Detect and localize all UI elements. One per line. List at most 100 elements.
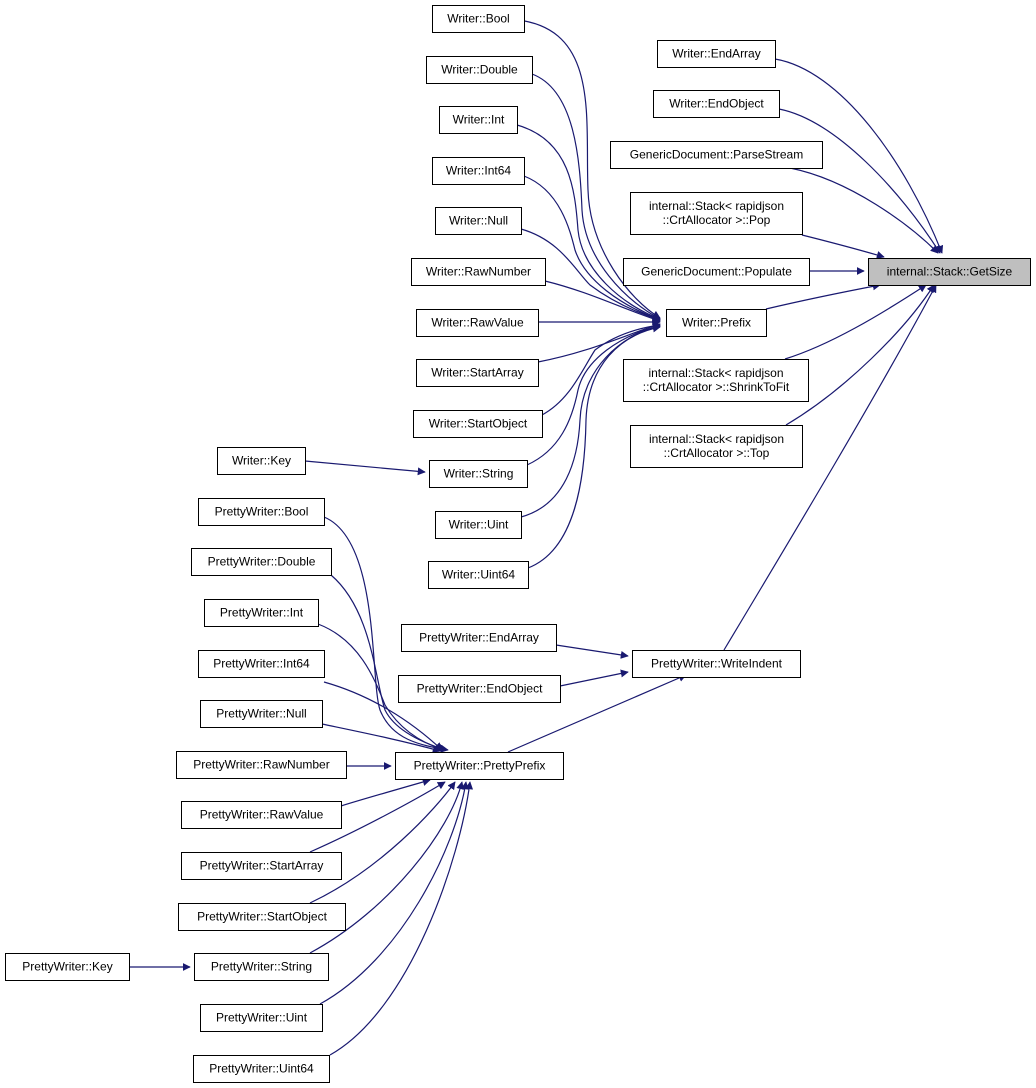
node-label: PrettyWriter::Bool bbox=[215, 505, 309, 519]
node-box bbox=[429, 460, 528, 488]
node-w_bool[interactable]: Writer::Bool bbox=[432, 5, 525, 33]
node-box bbox=[200, 1004, 323, 1032]
node-label: ::CrtAllocator >::ShrinkToFit bbox=[643, 380, 790, 394]
node-label: internal::Stack< rapidjson bbox=[648, 366, 783, 380]
node-box bbox=[198, 498, 325, 526]
node-label: PrettyWriter::EndArray bbox=[419, 631, 539, 645]
node-pw_rawvalue[interactable]: PrettyWriter::RawValue bbox=[181, 801, 342, 829]
node-label: Writer::Prefix bbox=[682, 316, 751, 330]
node-box bbox=[657, 40, 776, 68]
node-pw_uint64[interactable]: PrettyWriter::Uint64 bbox=[193, 1055, 330, 1083]
edge-w_bool-to-w_prefix bbox=[517, 19, 661, 319]
node-box bbox=[632, 650, 801, 678]
node-box bbox=[439, 106, 518, 134]
node-label: Writer::Bool bbox=[447, 12, 509, 26]
node-pw_key[interactable]: PrettyWriter::Key bbox=[5, 953, 130, 981]
node-w_int[interactable]: Writer::Int bbox=[439, 106, 518, 134]
node-box bbox=[432, 5, 525, 33]
node-pw_null[interactable]: PrettyWriter::Null bbox=[200, 700, 323, 728]
edges-layer bbox=[129, 19, 944, 1056]
node-w_null[interactable]: Writer::Null bbox=[435, 207, 522, 235]
node-pw_startarray[interactable]: PrettyWriter::StartArray bbox=[181, 852, 342, 880]
node-pw_endarray[interactable]: PrettyWriter::EndArray bbox=[401, 624, 557, 652]
node-box bbox=[181, 852, 342, 880]
node-pw_bool[interactable]: PrettyWriter::Bool bbox=[198, 498, 325, 526]
node-box bbox=[623, 258, 810, 286]
node-pw_int[interactable]: PrettyWriter::Int bbox=[204, 599, 319, 627]
node-box bbox=[630, 192, 803, 235]
node-st_top[interactable]: internal::Stack< rapidjson::CrtAllocator… bbox=[630, 425, 803, 468]
node-pw_string[interactable]: PrettyWriter::String bbox=[194, 953, 329, 981]
edge-w_string-to-w_prefix bbox=[526, 323, 661, 466]
node-gd_parsestream[interactable]: GenericDocument::ParseStream bbox=[610, 141, 823, 169]
node-w_endobject[interactable]: Writer::EndObject bbox=[653, 90, 780, 118]
node-label: Writer::RawValue bbox=[431, 316, 524, 330]
edge-st_shrink-to-getsize bbox=[784, 284, 927, 360]
node-box bbox=[217, 447, 306, 475]
edge-pw_null-to-pw_prettyprefix bbox=[321, 723, 441, 753]
node-label: Writer::Null bbox=[449, 214, 508, 228]
edge-pw_string-to-pw_prettyprefix bbox=[309, 781, 465, 954]
node-pw_prettyprefix[interactable]: PrettyWriter::PrettyPrefix bbox=[395, 752, 564, 780]
node-pw_endobject[interactable]: PrettyWriter::EndObject bbox=[398, 675, 561, 703]
node-box bbox=[435, 511, 522, 539]
edge-pw_rawvalue-to-pw_prettyprefix bbox=[340, 778, 431, 807]
node-box bbox=[411, 258, 546, 286]
node-w_uint[interactable]: Writer::Uint bbox=[435, 511, 522, 539]
node-label: internal::Stack::GetSize bbox=[887, 265, 1013, 279]
node-st_shrink[interactable]: internal::Stack< rapidjson::CrtAllocator… bbox=[623, 359, 809, 402]
node-label: PrettyWriter::StartArray bbox=[200, 859, 324, 873]
edge-w_endarray-to-getsize bbox=[774, 58, 944, 254]
node-label: Writer::Uint bbox=[449, 518, 509, 532]
node-w_key[interactable]: Writer::Key bbox=[217, 447, 306, 475]
node-w_uint64[interactable]: Writer::Uint64 bbox=[428, 561, 529, 589]
node-getsize[interactable]: internal::Stack::GetSize bbox=[868, 258, 1031, 286]
node-pw_startobject[interactable]: PrettyWriter::StartObject bbox=[178, 903, 346, 931]
node-pw_rawnumber[interactable]: PrettyWriter::RawNumber bbox=[176, 751, 347, 779]
node-box bbox=[398, 675, 561, 703]
node-w_rawvalue[interactable]: Writer::RawValue bbox=[416, 309, 539, 337]
edge-w_prefix-to-getsize bbox=[765, 282, 881, 310]
node-w_string[interactable]: Writer::String bbox=[429, 460, 528, 488]
node-gd_populate[interactable]: GenericDocument::Populate bbox=[623, 258, 810, 286]
node-label: Writer::EndArray bbox=[672, 47, 760, 61]
node-box bbox=[200, 700, 323, 728]
node-pw_writeindent[interactable]: PrettyWriter::WriteIndent bbox=[632, 650, 801, 678]
node-w_endarray[interactable]: Writer::EndArray bbox=[657, 40, 776, 68]
node-box bbox=[178, 903, 346, 931]
node-label: PrettyWriter::Uint64 bbox=[209, 1062, 314, 1076]
node-label: PrettyWriter::Int bbox=[220, 606, 304, 620]
node-box bbox=[416, 309, 539, 337]
node-label: Writer::Double bbox=[441, 63, 518, 77]
node-pw_uint[interactable]: PrettyWriter::Uint bbox=[200, 1004, 323, 1032]
node-w_rawnumber[interactable]: Writer::RawNumber bbox=[411, 258, 546, 286]
node-box bbox=[204, 599, 319, 627]
edge-pw_prettyprefix-to-pw_writeindent bbox=[507, 674, 687, 753]
node-pw_double[interactable]: PrettyWriter::Double bbox=[191, 548, 332, 576]
edge-pw_uint-to-pw_prettyprefix bbox=[319, 781, 469, 1005]
node-box bbox=[181, 801, 342, 829]
node-label: internal::Stack< rapidjson bbox=[649, 432, 784, 446]
edge-pw_double-to-pw_prettyprefix bbox=[330, 574, 447, 752]
node-w_prefix[interactable]: Writer::Prefix bbox=[666, 309, 767, 337]
node-label: Writer::EndObject bbox=[669, 97, 764, 111]
edge-st_pop-to-getsize bbox=[801, 234, 885, 259]
node-w_int64[interactable]: Writer::Int64 bbox=[432, 157, 525, 185]
node-w_startobject[interactable]: Writer::StartObject bbox=[413, 410, 543, 438]
node-box bbox=[191, 548, 332, 576]
node-st_pop[interactable]: internal::Stack< rapidjson::CrtAllocator… bbox=[630, 192, 803, 235]
node-box bbox=[666, 309, 767, 337]
edge-w_null-to-w_prefix bbox=[520, 228, 661, 322]
node-label: GenericDocument::ParseStream bbox=[630, 148, 803, 162]
node-box bbox=[395, 752, 564, 780]
edge-w_key-to-w_string bbox=[304, 460, 426, 476]
node-w_double[interactable]: Writer::Double bbox=[426, 56, 533, 84]
edge-pw_startobject-to-pw_prettyprefix bbox=[309, 781, 456, 904]
node-box bbox=[868, 258, 1031, 286]
node-box bbox=[176, 751, 347, 779]
node-w_startarray[interactable]: Writer::StartArray bbox=[416, 359, 539, 387]
node-label: Writer::StartObject bbox=[429, 417, 528, 431]
node-label: ::CrtAllocator >::Top bbox=[664, 446, 770, 460]
node-pw_int64[interactable]: PrettyWriter::Int64 bbox=[198, 650, 325, 678]
